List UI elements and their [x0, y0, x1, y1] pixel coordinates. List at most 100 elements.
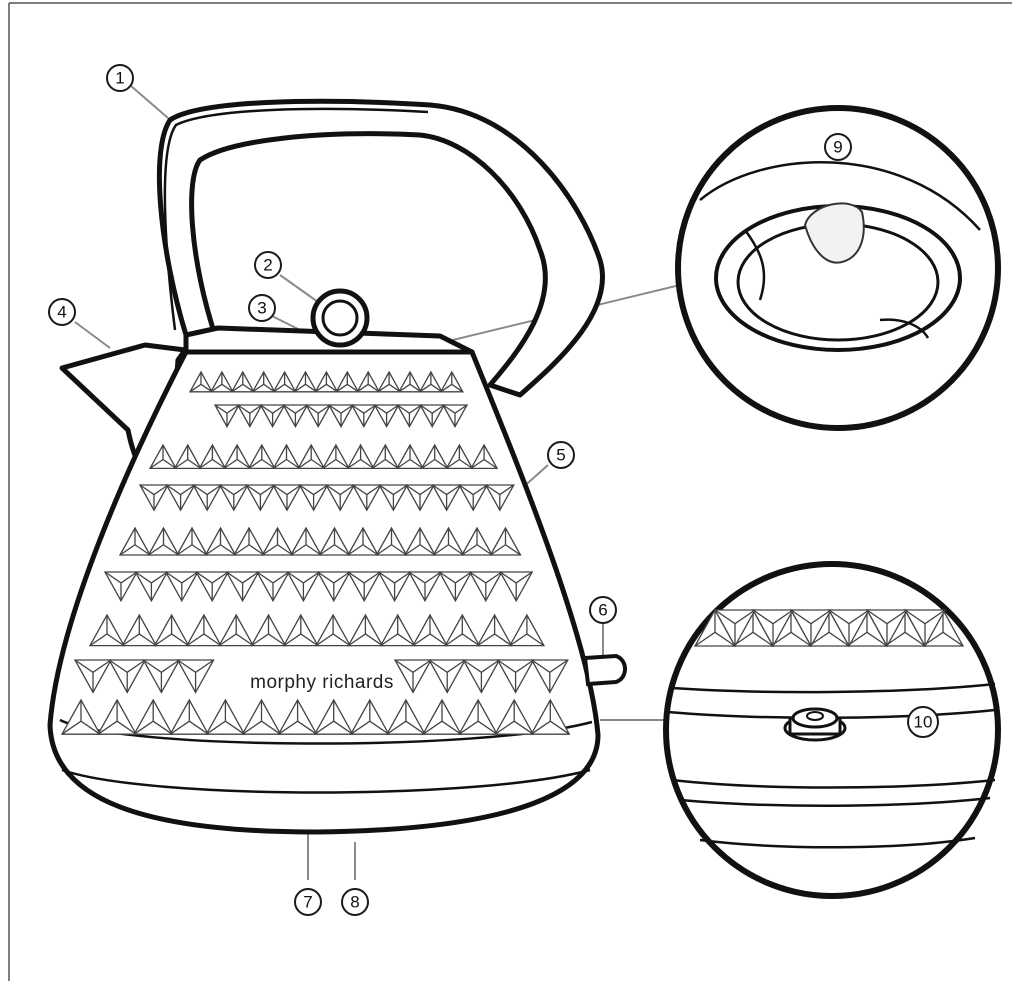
svg-text:6: 6 [598, 601, 607, 620]
pattern-triangle-facet [317, 571, 351, 601]
pattern-triangle-facet [328, 404, 354, 427]
pattern-triangle-facet [294, 372, 317, 393]
svg-text:2: 2 [263, 256, 272, 275]
pattern-triangle-facet [477, 615, 512, 647]
pattern-triangle-facet [347, 528, 379, 556]
pattern-triangle-facet [246, 484, 275, 511]
pattern-triangle-facet [287, 571, 320, 601]
pattern-triangle-facet [219, 484, 249, 511]
pattern-triangle-facet [252, 372, 276, 393]
callout-6: 6 [589, 596, 617, 624]
pattern-triangle-facet [828, 609, 870, 646]
pattern-triangle-facet [440, 372, 464, 393]
pattern-triangle-facet [335, 372, 359, 393]
pattern-triangle-facet [226, 571, 259, 601]
callout-10: 10 [907, 706, 939, 738]
pattern-triangle-facet [89, 615, 125, 647]
svg-text:9: 9 [833, 138, 842, 157]
callout-8: 8 [341, 888, 369, 916]
pattern-triangle-facet [397, 404, 422, 427]
callout-4: 4 [48, 298, 76, 326]
pattern-triangle-facet [148, 528, 179, 556]
pattern-triangle-facet [104, 571, 138, 601]
pattern-triangle-facet [433, 528, 464, 556]
pattern-triangle-facet [165, 571, 199, 601]
pattern-triangle-facet [119, 528, 151, 556]
svg-text:8: 8 [350, 893, 359, 912]
pattern-triangle-facet [428, 659, 466, 693]
pattern-triangle-facet [322, 445, 350, 469]
pattern-triangle-facet [412, 615, 448, 647]
pattern-triangle-facet [210, 372, 234, 393]
pattern-triangle-facet [237, 404, 263, 427]
svg-text:1: 1 [115, 69, 124, 88]
pattern-triangle-facet [398, 372, 422, 393]
pattern-triangle-facet [497, 659, 534, 693]
pattern-triangle-facet [371, 445, 399, 469]
pattern-triangle-facet [379, 484, 408, 511]
pattern-triangle-facet [694, 610, 736, 647]
pattern-triangle-facet [866, 609, 908, 646]
svg-text:10: 10 [914, 713, 933, 732]
callout-7: 7 [294, 888, 322, 916]
pattern-triangle-facet [278, 700, 317, 735]
pattern-triangle-facet [463, 659, 500, 693]
pattern-triangle-facet [121, 615, 157, 647]
pattern-triangle-facet [351, 404, 377, 427]
pattern-triangle-facet [442, 404, 468, 427]
pattern-triangle-facet [260, 404, 285, 427]
pattern-triangle-facet [97, 700, 137, 735]
pattern-triangle-facet [469, 571, 503, 601]
pattern-triangle-facet [283, 615, 319, 647]
pattern-triangle-facet [752, 609, 794, 646]
svg-text:3: 3 [257, 299, 266, 318]
pattern-triangle-facet [186, 615, 222, 647]
pattern-triangle-facet [790, 609, 832, 646]
pattern-triangle-facet [904, 609, 946, 646]
callout-badges: 1 2 3 4 5 6 7 8 9 10 [48, 64, 939, 916]
pattern-triangle-facet [380, 615, 416, 647]
pattern-triangle-facet [135, 571, 168, 601]
pattern-triangle-facet [177, 659, 214, 693]
pattern-triangle-facet [231, 372, 255, 393]
triangle-pattern [60, 370, 571, 735]
callout-1: 1 [106, 64, 134, 92]
pattern-triangle-facet [490, 528, 521, 556]
brand-logo: morphy richards [250, 672, 394, 693]
svg-text:5: 5 [556, 446, 565, 465]
zoom-circle-base [663, 561, 1001, 899]
callout-9: 9 [824, 133, 852, 161]
pattern-triangle-facet [319, 528, 350, 556]
pattern-triangle-facet [297, 445, 325, 469]
pattern-triangle-facet [205, 528, 236, 556]
pattern-triangle-facet [61, 700, 101, 735]
triangle-pattern-zoom [693, 608, 965, 648]
pattern-triangle-facet [419, 404, 445, 427]
pattern-triangle-facet [499, 571, 533, 601]
pattern-triangle-facet [199, 445, 226, 469]
pattern-triangle-facet [531, 659, 569, 693]
pattern-triangle-facet [374, 404, 399, 427]
pattern-triangle-facet [470, 445, 498, 469]
pattern-triangle-facet [408, 571, 442, 601]
pattern-triangle-facet [386, 700, 426, 735]
zoom-circle-filter [675, 105, 1001, 431]
pattern-triangle-facet [347, 445, 374, 469]
pattern-triangle-facet [350, 700, 390, 735]
pattern-triangle-facet [195, 571, 229, 601]
callout-5: 5 [547, 441, 575, 469]
svg-text:4: 4 [57, 303, 66, 322]
pattern-triangle-facet [432, 484, 461, 511]
pattern-triangle-facet [214, 404, 240, 427]
pattern-triangle-facet [149, 445, 177, 469]
pattern-triangle-facet [714, 609, 756, 646]
pattern-triangle-facet [352, 484, 382, 511]
callout-2: 2 [254, 251, 282, 279]
pattern-triangle-facet [396, 445, 424, 469]
pattern-triangle-facet [461, 528, 493, 556]
pattern-triangle-facet [262, 528, 293, 556]
pattern-triangle-facet [314, 700, 354, 735]
pattern-triangle-facet [305, 404, 331, 427]
pattern-triangle-facet [348, 615, 383, 647]
pattern-triangle-facet [421, 445, 449, 469]
